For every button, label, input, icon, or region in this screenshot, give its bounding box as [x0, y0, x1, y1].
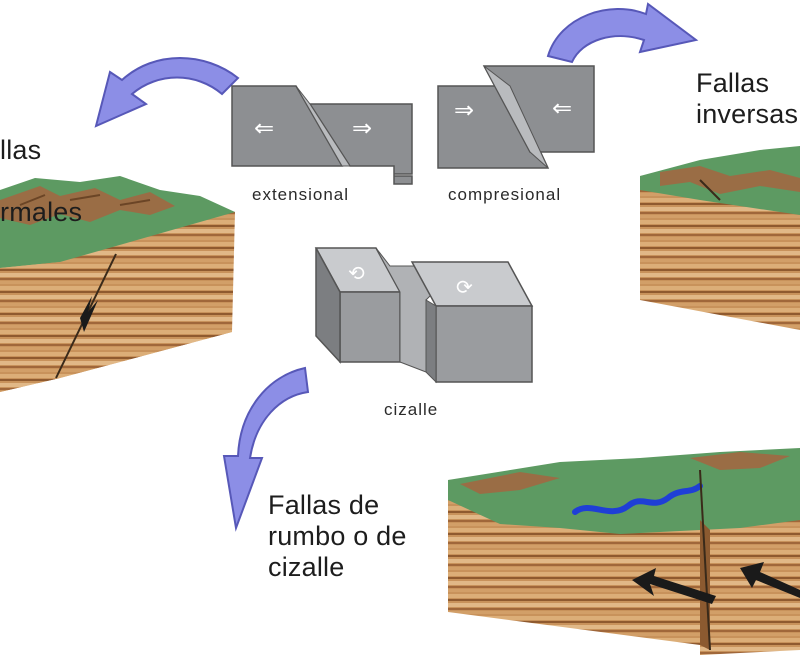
shear-blocks: ⟲ ⟳ — [314, 247, 534, 384]
river-icon — [572, 483, 703, 515]
arrow-left-icon: ⇐ — [254, 114, 274, 142]
extensional-caption: extensional — [252, 185, 350, 204]
extensional-blocks: ⇐ ⇒ — [231, 85, 413, 185]
arrow-right-icon: ⇒ — [454, 96, 474, 124]
strike-slip-faults-label: Fallas de rumbo o de cizalle — [268, 490, 407, 582]
normal-fault-block — [0, 176, 235, 392]
reverse-faults-label: Fallas inversas — [696, 68, 799, 129]
shear-caption: cizalle — [384, 400, 439, 419]
strike-slip-block — [448, 448, 800, 655]
rotate-arrow-icon: ⟲ — [348, 261, 365, 285]
curved-arrow-icon — [222, 366, 310, 532]
reverse-fault-block — [640, 146, 800, 330]
compressional-blocks: ⇒ ⇐ — [437, 65, 595, 169]
arrow-left-icon: ⇐ — [552, 94, 572, 122]
rotate-arrow-icon: ⟳ — [456, 275, 473, 299]
normal-faults-label-line1: llas — [0, 135, 42, 165]
curved-arrow-icon — [546, 2, 699, 64]
arrow-right-icon: ⇒ — [352, 114, 372, 142]
compressional-caption: compresional — [448, 185, 562, 204]
curved-arrow-icon — [94, 57, 240, 128]
normal-faults-label: llas rmales — [0, 104, 82, 259]
normal-faults-label-line2: rmales — [0, 197, 83, 227]
